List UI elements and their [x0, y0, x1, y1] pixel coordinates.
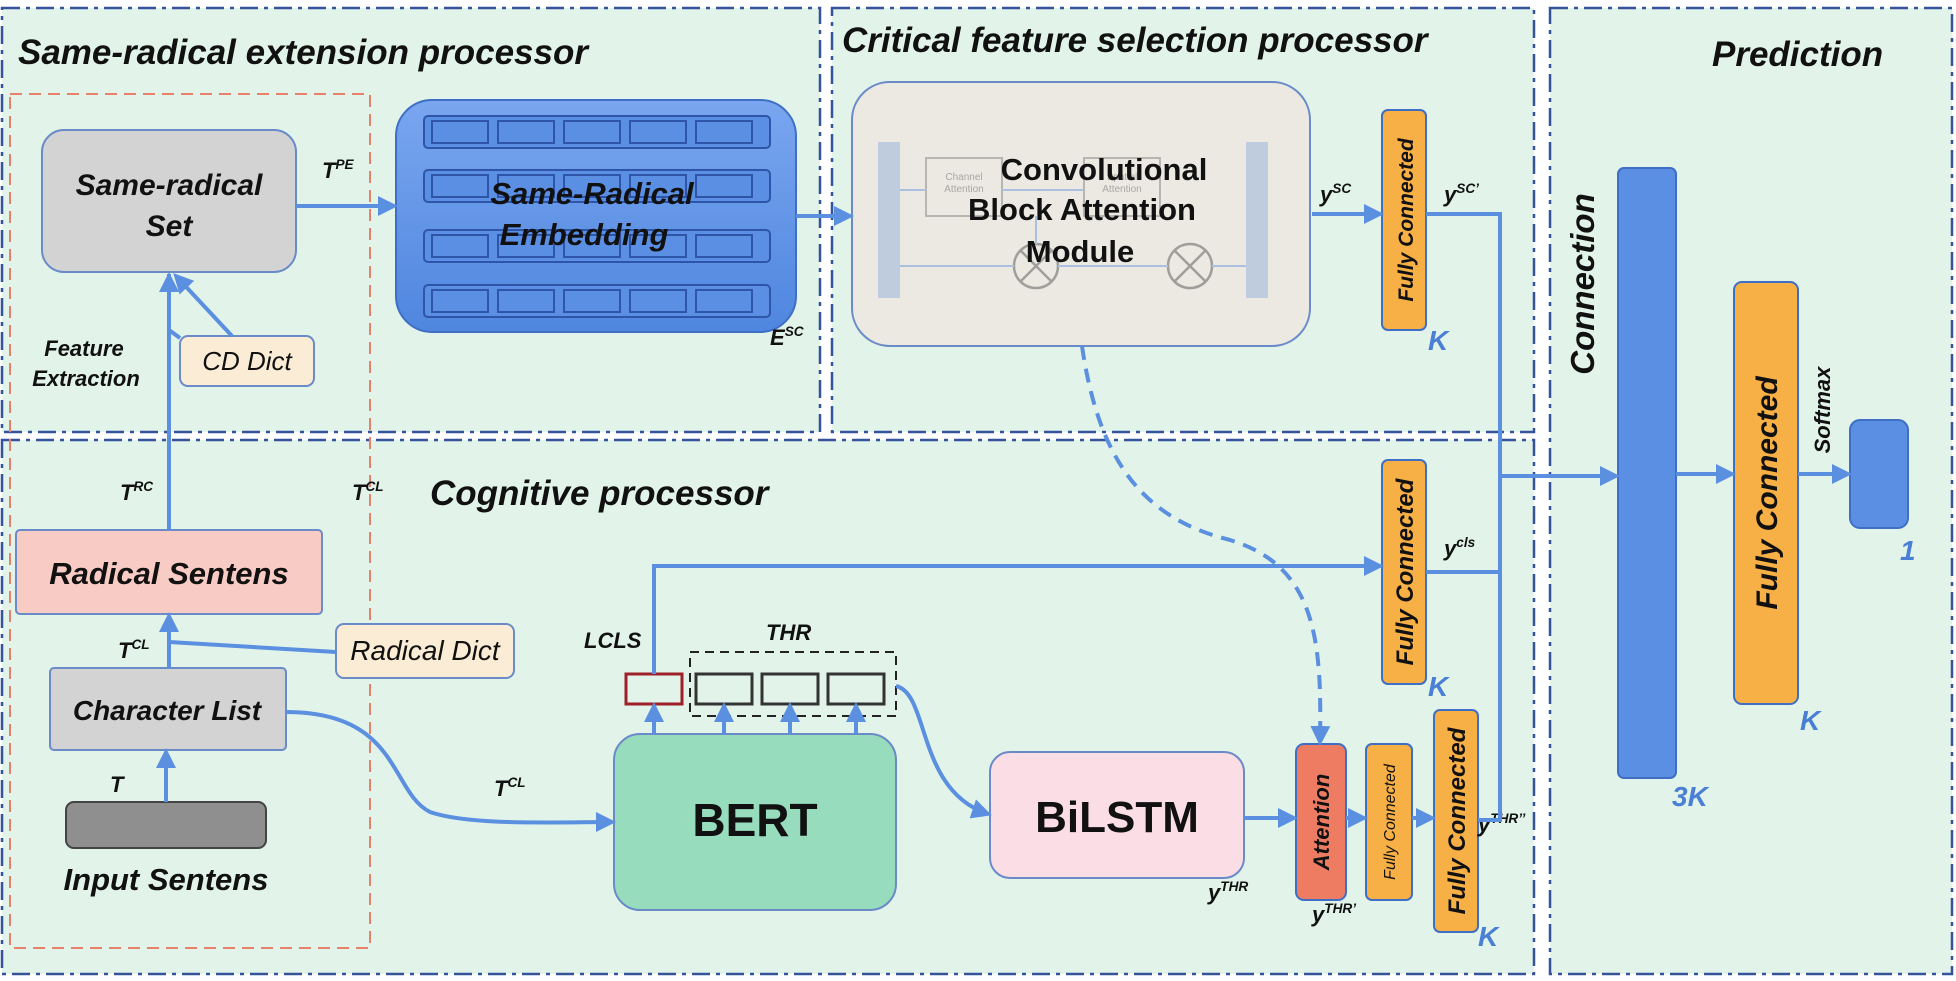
- same-radical-set-line1: Same-radical: [76, 169, 263, 202]
- fc-small-label: Fully Connected: [1382, 763, 1399, 880]
- k-label-fc-thr: K: [1478, 921, 1500, 952]
- panel-title-same-radical: Same-radical extension processor: [18, 33, 590, 72]
- embedding-cells: [431, 120, 753, 313]
- thr-token: [760, 672, 820, 706]
- feature-extraction-region: [9, 93, 371, 949]
- cbam-label-line2: Block Attention: [968, 192, 1196, 227]
- same-radical-set-line2: Set: [146, 210, 195, 243]
- embedding-label-line2: Embedding: [500, 217, 669, 252]
- tcl-label-top: TCL: [352, 479, 384, 505]
- cbam-label-line3: Module: [1026, 234, 1135, 269]
- tcl-label-left: TCL: [118, 637, 150, 663]
- bilstm-label: BiLSTM: [1035, 793, 1199, 842]
- panel-title-critical: Critical feature selection processor: [842, 21, 1430, 60]
- softmax-label: Softmax: [1810, 366, 1835, 454]
- input-sentens-box: [65, 801, 267, 849]
- ythr-label: yTHR: [1207, 879, 1248, 905]
- cbam-inner-channel-b: Attention: [944, 184, 983, 195]
- ythr-prime-label: yTHR’: [1311, 901, 1356, 927]
- attention-label: Attention: [1309, 774, 1334, 872]
- thr-token: [694, 672, 754, 706]
- radical-dict-label: Radical Dict: [350, 635, 501, 666]
- fc-cls-label: Fully Connected: [1392, 477, 1419, 665]
- cd-dict-label: CD Dict: [202, 346, 293, 376]
- embedding-label-line1: Same-Radical: [490, 176, 695, 211]
- cbam-to-attention-dashed-arrow: [1080, 345, 1331, 746]
- connection-label: Connection: [1564, 193, 1601, 374]
- 3k-label: 3K: [1672, 781, 1710, 812]
- radical-sentens-label: Radical Sentens: [49, 556, 288, 591]
- ycls-label: ycls: [1443, 535, 1476, 561]
- cbam-label-line1: Convolutional: [1001, 152, 1208, 187]
- output-box: [1849, 419, 1909, 529]
- panel-title-cognitive: Cognitive processor: [430, 474, 771, 513]
- tcl-label-bert: TCL: [494, 775, 526, 801]
- fc-final-box: [1733, 281, 1799, 705]
- k-label-fc-sc: K: [1428, 325, 1450, 356]
- fc-final-label: Fully Connected: [1751, 376, 1784, 610]
- bert-label: BERT: [692, 794, 817, 846]
- output-1-label: 1: [1900, 535, 1916, 566]
- connection-bar: [1617, 167, 1677, 779]
- k-label-fc-final: K: [1800, 705, 1822, 736]
- cbam-inner-channel: Channel: [945, 172, 982, 183]
- fc-sc-label: Fully Connected: [1395, 137, 1418, 302]
- lcls-token: [624, 672, 684, 706]
- ysc-label: ySC: [1319, 181, 1351, 207]
- ysc-prime-label: ySC’: [1443, 181, 1479, 207]
- arrows: [156, 196, 1852, 833]
- esc-label: ESC: [770, 324, 804, 350]
- feature-extraction-line1: Feature: [44, 336, 123, 361]
- lcls-label: LCLS: [584, 628, 642, 653]
- panel-title-prediction: Prediction: [1712, 35, 1883, 74]
- tpe-label: TPE: [322, 157, 355, 183]
- cbam-faded-internals: Channel Attention Spatial Attention: [878, 142, 1268, 298]
- character-list-label: Character List: [73, 695, 263, 726]
- cd-dict-box: [179, 335, 315, 387]
- trc-label: TRC: [120, 479, 153, 505]
- k-label-fc-cls: K: [1428, 671, 1450, 702]
- thr-token: [826, 672, 886, 706]
- thr-label: THR: [766, 620, 811, 645]
- fc-thr-label: Fully Connected: [1444, 726, 1471, 914]
- cbam-inner-spatial-b: Attention: [1102, 184, 1141, 195]
- embedding-grid: [423, 115, 771, 318]
- feature-extraction-line2: Extraction: [32, 366, 140, 391]
- t-label: T: [110, 772, 125, 797]
- input-sentens-label: Input Sentens: [64, 862, 269, 897]
- cbam-inner-spatial: Spatial: [1107, 172, 1138, 183]
